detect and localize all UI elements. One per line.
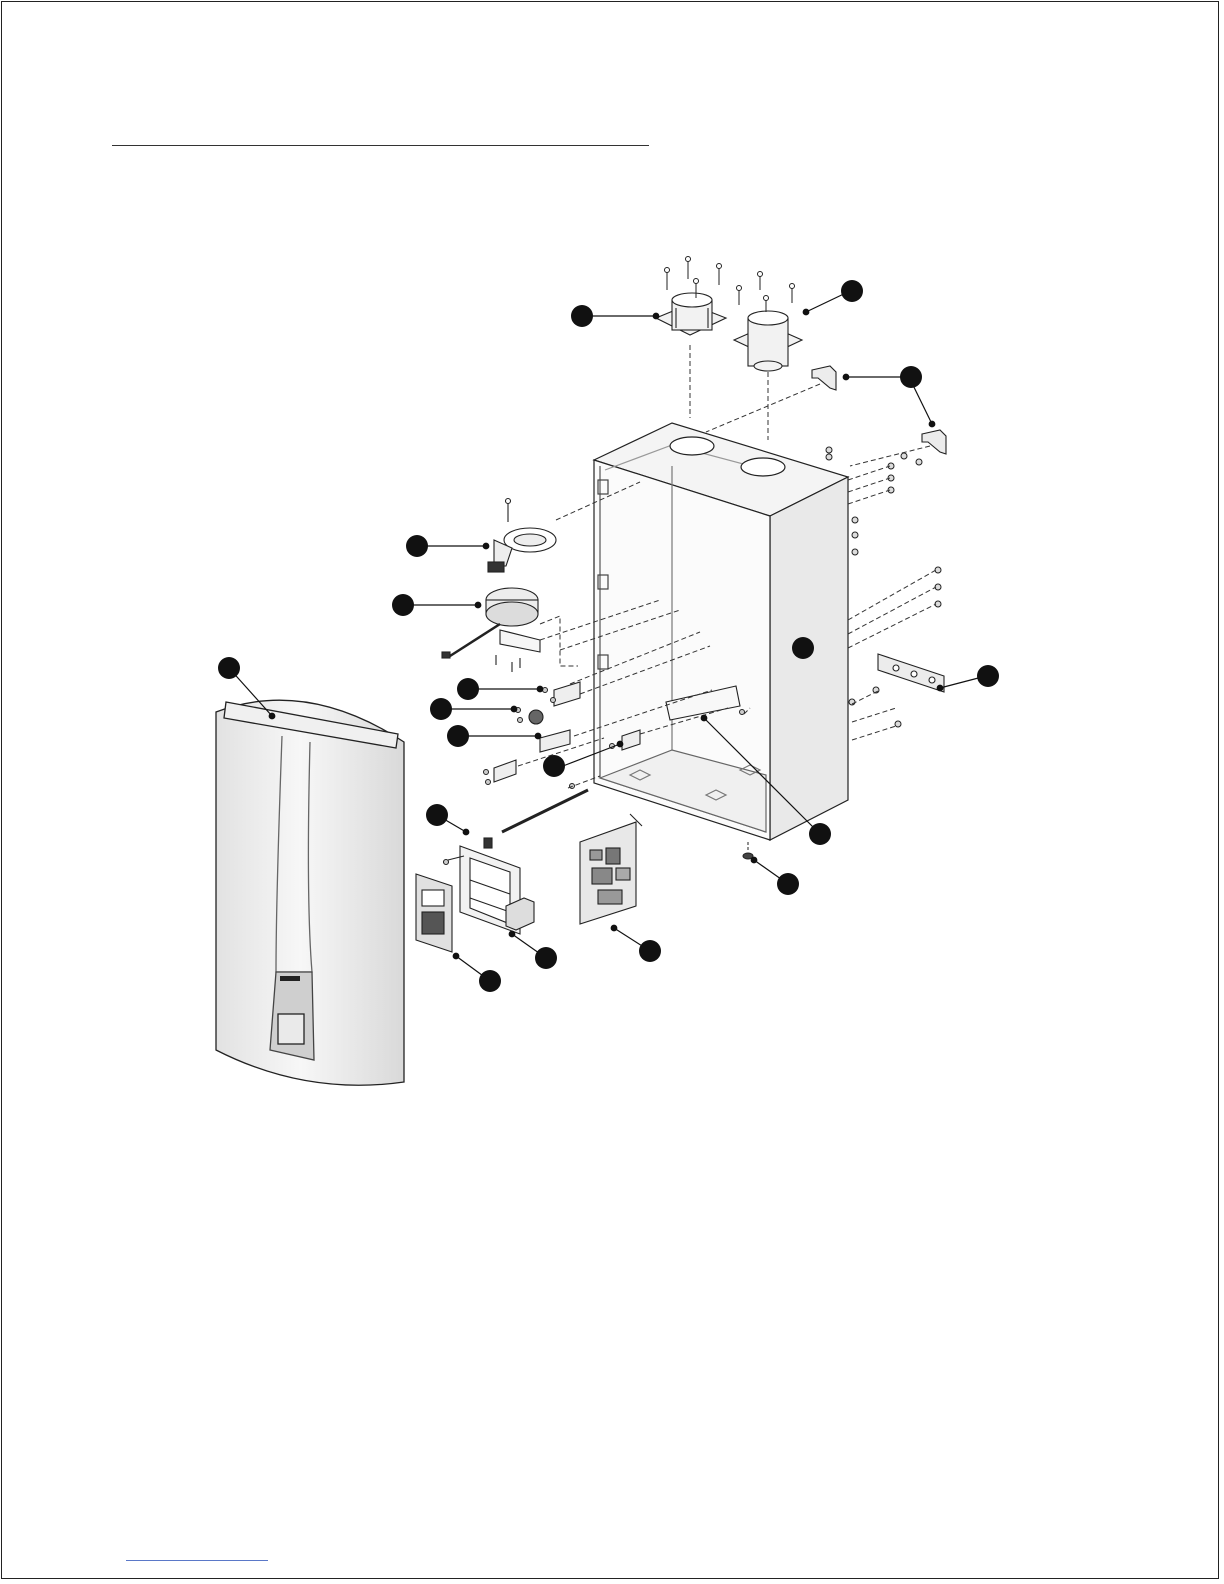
callout-pcb — [639, 940, 661, 962]
fan-motor-drawing — [442, 588, 540, 672]
flue-adapter-right-drawing — [734, 311, 802, 371]
callout-front-cover — [218, 657, 240, 679]
flue-adapter-left-drawing — [656, 293, 726, 335]
callout-bracket-c — [543, 755, 565, 777]
callout-remote-panel — [479, 970, 501, 992]
callout-bracket-a — [457, 678, 479, 700]
remote-panel-drawing — [416, 874, 452, 952]
front-cover-drawing — [216, 700, 404, 1085]
pcb-drawing — [580, 814, 642, 924]
callout-transformer — [535, 947, 557, 969]
control-box-drawing — [444, 838, 535, 934]
callout-burner-plate — [406, 535, 428, 557]
wall-bracket-side-drawing — [878, 654, 944, 692]
callout-bracket-b — [447, 725, 469, 747]
handle-bar-drawing — [502, 790, 588, 832]
burner-plate-drawing — [488, 499, 556, 573]
callout-fan-motor — [392, 594, 414, 616]
callout-casing — [792, 637, 814, 659]
callout-handle-bar — [809, 823, 831, 845]
callout-grommet — [777, 873, 799, 895]
callout-wall-bracket-side — [977, 665, 999, 687]
callout-sensor — [430, 698, 452, 720]
callout-control-box — [426, 804, 448, 826]
wall-brackets-top — [812, 366, 946, 454]
grommet-drawing — [743, 842, 753, 859]
callout-flue-adapter-right — [841, 280, 863, 302]
callout-wall-bracket-top — [900, 366, 922, 388]
callout-flue-adapter-left — [571, 305, 593, 327]
